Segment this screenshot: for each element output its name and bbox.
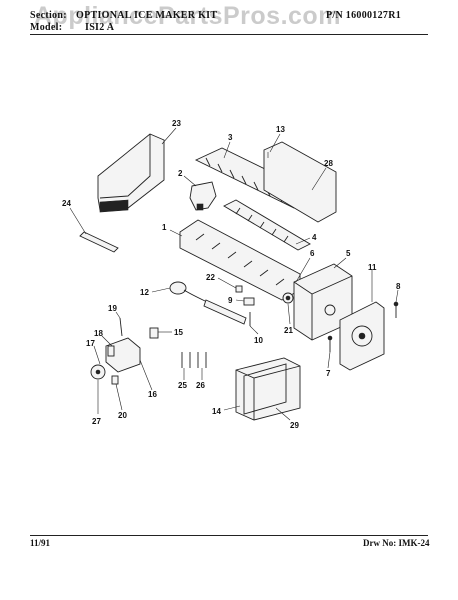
callout-2: 2 (178, 169, 183, 178)
part-21-gear (282, 292, 294, 304)
callout-23: 23 (172, 119, 181, 128)
part-9-switch (243, 297, 255, 306)
part-1-ice-mold (179, 219, 301, 301)
callout-22: 22 (206, 273, 215, 282)
part-16-water-valve (90, 337, 141, 380)
part-15-fitting (149, 327, 159, 339)
part-8-screw (393, 301, 399, 318)
callout-15: 15 (174, 328, 183, 337)
callout-28: 28 (324, 159, 333, 168)
model-label: Model: (30, 22, 63, 33)
callout-26: 26 (196, 381, 205, 390)
section-label: Section: (30, 10, 67, 21)
part-20-fitting (111, 375, 119, 385)
part-25-26-screws (181, 352, 207, 368)
callout-7: 7 (326, 369, 331, 378)
part-14-29-bin (235, 357, 301, 421)
callout-16: 16 (148, 390, 157, 399)
part-28-cover-plate (263, 141, 337, 223)
callout-6: 6 (310, 249, 315, 258)
callout-12: 12 (140, 288, 149, 297)
callout-4: 4 (312, 233, 317, 242)
callout-10: 10 (254, 336, 263, 345)
footer-date: 11/91 (30, 538, 51, 548)
callout-25: 25 (178, 381, 187, 390)
section-title: OPTIONAL ICE MAKER KIT (76, 10, 218, 21)
callout-labels: 23 3 13 28 2 24 1 4 6 5 22 12 9 11 8 21 … (62, 119, 401, 430)
callout-20: 20 (118, 411, 127, 420)
part-2-stripper (189, 181, 217, 211)
drawing-number: Drw No: IMK-24 (363, 538, 430, 548)
header-rule (30, 34, 428, 35)
part-5-housing (293, 263, 353, 341)
part-19-tube (119, 317, 123, 337)
part-4-blades (223, 199, 311, 251)
callout-5: 5 (346, 249, 351, 258)
callout-3: 3 (228, 133, 233, 142)
callout-27: 27 (92, 417, 101, 426)
callout-29: 29 (290, 421, 299, 430)
part-7-screw (327, 335, 333, 352)
watermark: AppliancePartsPros.com (34, 2, 341, 30)
callout-18: 18 (94, 329, 103, 338)
callout-19: 19 (108, 304, 117, 313)
callout-9: 9 (228, 296, 233, 305)
part-22-block (235, 285, 243, 293)
callout-1: 1 (162, 223, 167, 232)
callout-17: 17 (86, 339, 95, 348)
part-number: P/N 16000127R1 (326, 10, 402, 21)
part-24-strip (79, 231, 119, 253)
callout-14: 14 (212, 407, 221, 416)
callout-24: 24 (62, 199, 71, 208)
callout-21: 21 (284, 326, 293, 335)
part-12-harness (169, 281, 247, 325)
callout-11: 11 (368, 263, 377, 272)
callout-13: 13 (276, 125, 285, 134)
part-23-bracket (97, 133, 165, 213)
callout-8: 8 (396, 282, 401, 291)
leader-lines (69, 127, 399, 421)
footer-rule (30, 535, 428, 536)
model-value: ISI2 A (85, 22, 115, 33)
part-11-module (339, 301, 385, 371)
